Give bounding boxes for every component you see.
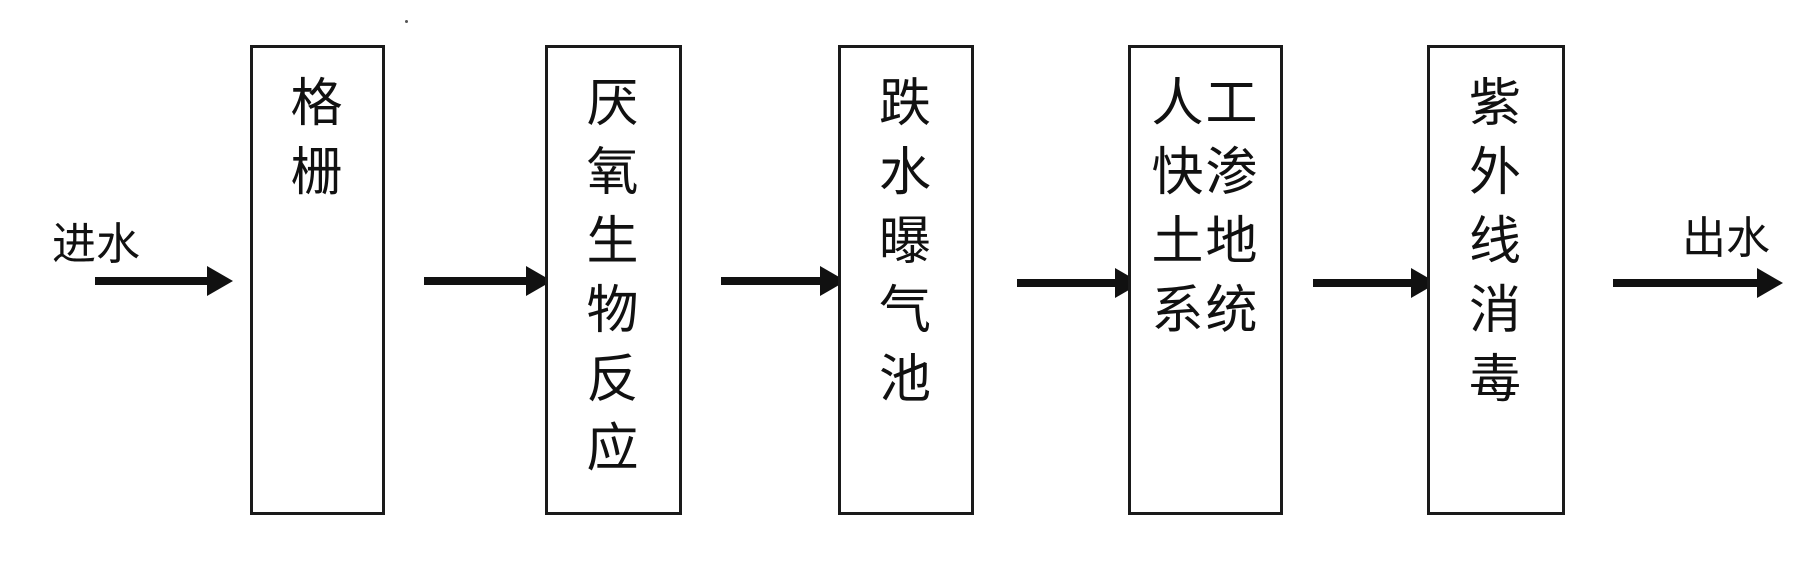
process-label-uv-disinfection: 紫 外 线 消 毒: [1468, 74, 1523, 410]
process-box-grille: 格 栅: [250, 45, 385, 515]
process-label-rapid-infiltration-land-system: 人工 快渗 土地 系统: [1151, 74, 1260, 341]
process-box-uv-disinfection: 紫 外 线 消 毒: [1427, 45, 1565, 515]
process-box-drop-aeration-tank: 跌 水 曝 气 池: [838, 45, 974, 515]
process-label-anaerobic-bioreactor: 厌 氧 生 物 反 应: [586, 74, 641, 479]
output-label: 出水: [1682, 213, 1770, 264]
process-box-rapid-infiltration-land-system: 人工 快渗 土地 系统: [1128, 45, 1283, 515]
process-label-grille: 格 栅: [290, 74, 345, 203]
input-label: 进水: [52, 219, 140, 270]
process-box-anaerobic-bioreactor: 厌 氧 生 物 反 应: [545, 45, 682, 515]
process-label-drop-aeration-tank: 跌 水 曝 气 池: [878, 74, 933, 410]
scan-speck: [405, 20, 408, 23]
